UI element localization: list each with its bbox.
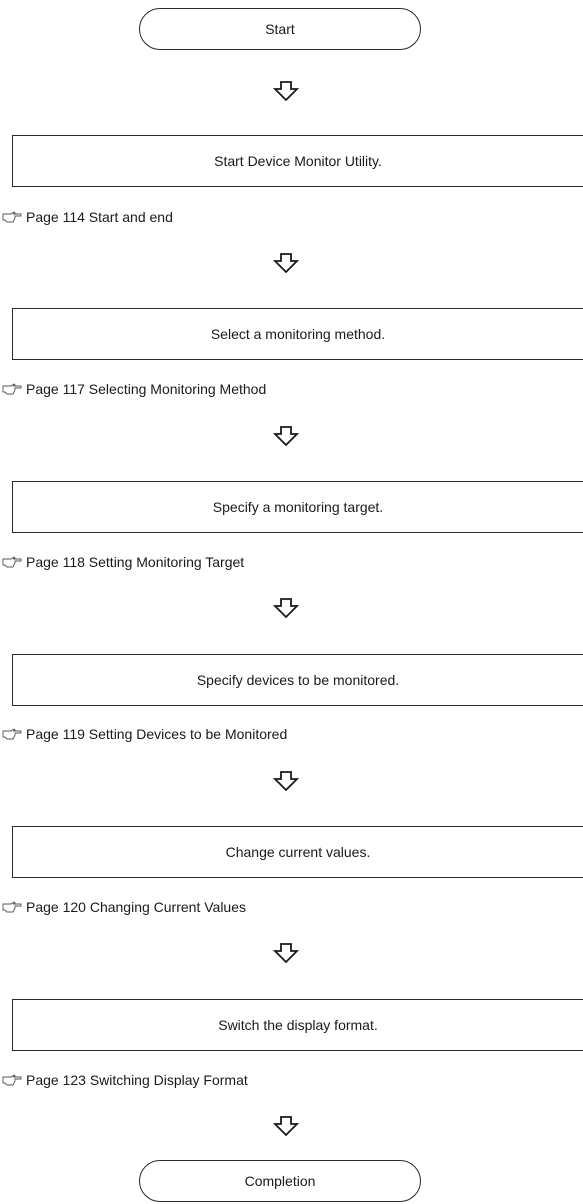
down-arrow-icon — [273, 1116, 299, 1136]
page-reference-5[interactable]: Page 120 Changing Current Values — [0, 898, 246, 916]
down-arrow-icon — [273, 943, 299, 963]
step-box-2: Select a monitoring method. — [12, 308, 583, 360]
step-text-3: Specify a monitoring target. — [212, 499, 384, 515]
page-reference-text-1: Page 114 Start and end — [26, 209, 173, 225]
page-reference-text-5: Page 120 Changing Current Values — [26, 899, 247, 915]
end-label: Completion — [244, 1173, 316, 1189]
step-text-2: Select a monitoring method. — [210, 326, 386, 342]
page-reference-text-4: Page 119 Setting Devices to be Monitored — [26, 726, 288, 742]
down-arrow-icon — [273, 771, 299, 791]
page-reference-3[interactable]: Page 118 Setting Monitoring Target — [0, 553, 244, 571]
pointing-hand-icon — [2, 383, 22, 395]
pointing-hand-icon — [2, 1074, 22, 1086]
page-reference-text-3: Page 118 Setting Monitoring Target — [26, 554, 245, 570]
page-reference-1[interactable]: Page 114 Start and end — [0, 208, 173, 226]
step-box-3: Specify a monitoring target. — [12, 481, 583, 533]
step-box-4: Specify devices to be monitored. — [12, 654, 583, 706]
page-reference-text-2: Page 117 Selecting Monitoring Method — [26, 381, 267, 397]
step-box-5: Change current values. — [12, 826, 583, 878]
pointing-hand-icon — [2, 211, 22, 223]
start-label: Start — [265, 21, 295, 37]
down-arrow-icon — [273, 81, 299, 101]
pointing-hand-icon — [2, 901, 22, 913]
step-text-4: Specify devices to be monitored. — [196, 672, 400, 688]
end-terminal: Completion — [139, 1160, 421, 1202]
down-arrow-icon — [273, 598, 299, 618]
down-arrow-icon — [273, 426, 299, 446]
down-arrow-icon — [273, 253, 299, 273]
step-text-1: Start Device Monitor Utility. — [214, 153, 382, 169]
step-text-6: Switch the display format. — [218, 1017, 378, 1033]
page-reference-text-6: Page 123 Switching Display Format — [26, 1072, 248, 1088]
page-reference-6[interactable]: Page 123 Switching Display Format — [0, 1071, 248, 1089]
page-reference-2[interactable]: Page 117 Selecting Monitoring Method — [0, 380, 266, 398]
step-text-5: Change current values. — [225, 844, 371, 860]
step-box-6: Switch the display format. — [12, 999, 583, 1051]
step-box-1: Start Device Monitor Utility. — [12, 135, 583, 187]
page-reference-4[interactable]: Page 119 Setting Devices to be Monitored — [0, 725, 287, 743]
start-terminal: Start — [139, 8, 421, 50]
pointing-hand-icon — [2, 728, 22, 740]
pointing-hand-icon — [2, 556, 22, 568]
